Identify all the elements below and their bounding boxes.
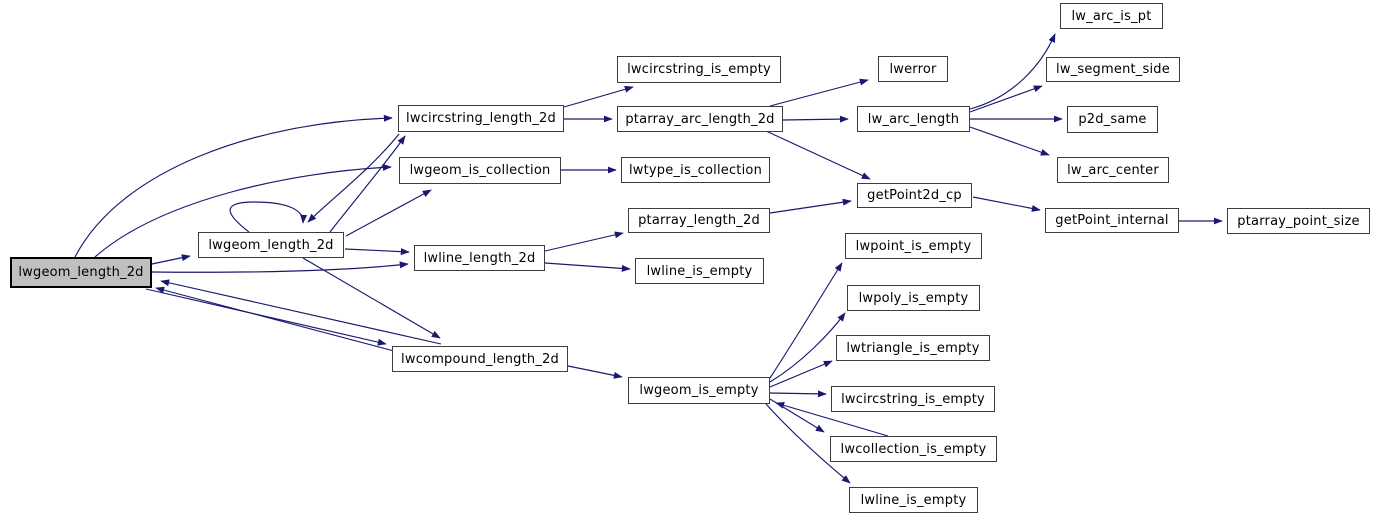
edge-ptarray_arc_length_2d-to-lw_arc_length	[782, 115, 849, 123]
edge-lwgeom_length_2d_2-to-lwcircstring_length_2d	[329, 135, 406, 233]
edge-ptarray_length_2d-to-getPoint2d_cp	[769, 198, 852, 214]
edge-lw_arc_length-to-lw_arc_center	[969, 126, 1050, 156]
edge-lwgeom_length_2d_main-to-lwline_length_2d	[151, 261, 409, 273]
edge-lwgeom_length_2d_2-to-lwcompound_length_2d	[302, 257, 441, 339]
node-ptarray_arc_length_2d[interactable]: ptarray_arc_length_2d	[617, 106, 783, 132]
node-lwpoint_is_empty[interactable]: lwpoint_is_empty	[845, 233, 982, 259]
edge-lwgeom_is_empty-to-lwpoly_is_empty	[769, 312, 846, 383]
node-lwcircstring_is_empty_1[interactable]: lwcircstring_is_empty	[617, 56, 781, 83]
node-lw_segment_side[interactable]: lw_segment_side	[1046, 57, 1180, 82]
edge-lwgeom_is_empty-to-lwpoint_is_empty	[769, 262, 843, 379]
edge-lwgeom_length_2d_2-to-lwgeom_is_collection	[345, 189, 432, 237]
node-lwline_is_empty_2[interactable]: lwline_is_empty	[849, 487, 978, 513]
edge-lwcollection_is_empty-to-lwgeom_is_empty	[775, 401, 889, 437]
node-lwline_is_empty_1[interactable]: lwline_is_empty	[635, 258, 764, 284]
edge-ptarray_arc_length_2d-to-getPoint2d_cp	[765, 130, 871, 180]
node-lwgeom_length_2d_main: lwgeom_length_2d	[10, 257, 152, 288]
edge-lwgeom_is_empty-to-lwtriangle_is_empty	[769, 360, 833, 388]
node-p2d_same[interactable]: p2d_same	[1067, 106, 1158, 133]
edge-lwgeom_length_2d_2-to-lwline_length_2d	[344, 248, 410, 256]
node-lwcircstring_length_2d[interactable]: lwcircstring_length_2d	[398, 105, 564, 132]
node-lwpoly_is_empty[interactable]: lwpoly_is_empty	[847, 285, 980, 311]
node-lwgeom_is_collection[interactable]: lwgeom_is_collection	[399, 157, 561, 184]
node-lwtype_is_collection[interactable]: lwtype_is_collection	[621, 157, 770, 183]
node-getPoint_internal[interactable]: getPoint_internal	[1045, 208, 1179, 233]
node-ptarray_length_2d[interactable]: ptarray_length_2d	[628, 208, 770, 233]
edge-lwline_length_2d-to-ptarray_length_2d	[544, 231, 624, 252]
edge-lwgeom_length_2d_main-to-lwgeom_length_2d_2	[151, 254, 191, 265]
edge-lwgeom_length_2d_main-to-lwcompound_length_2d	[145, 288, 387, 346]
edge-getPoint2d_cp-to-getPoint_internal	[972, 196, 1041, 212]
edge-lwcircstring_length_2d-to-lwcircstring_is_empty_1	[563, 85, 634, 108]
edge-lwcompound_length_2d-to-lwgeom_is_empty	[567, 365, 623, 379]
node-lw_arc_center[interactable]: lw_arc_center	[1057, 157, 1169, 183]
edge-lwgeom_length_2d_main-to-lwgeom_is_collection	[94, 163, 392, 258]
node-lwerror[interactable]: lwerror	[878, 56, 948, 82]
node-lwline_length_2d[interactable]: lwline_length_2d	[414, 245, 545, 271]
node-lwcompound_length_2d[interactable]: lwcompound_length_2d	[392, 346, 568, 372]
node-ptarray_point_size[interactable]: ptarray_point_size	[1227, 208, 1370, 234]
edge-lwgeom_length_2d_2-to-lwgeom_length_2d_2	[229, 201, 308, 233]
node-lwcollection_is_empty[interactable]: lwcollection_is_empty	[830, 436, 997, 462]
edge-lwgeom_is_empty-to-lwcircstring_is_empty_2	[769, 390, 827, 398]
edge-lwgeom_length_2d_main-to-lwcircstring_length_2d	[74, 114, 393, 258]
edge-ptarray_arc_length_2d-to-lwerror	[769, 78, 869, 107]
edge-lwline_length_2d-to-lwline_is_empty_1	[544, 262, 631, 272]
edge-lw_arc_length-to-lw_segment_side	[969, 85, 1043, 113]
node-getPoint2d_cp[interactable]: getPoint2d_cp	[857, 183, 972, 208]
node-lw_arc_length[interactable]: lw_arc_length	[857, 106, 970, 132]
node-lwcircstring_is_empty_2[interactable]: lwcircstring_is_empty	[831, 386, 995, 412]
edge-lwcompound_length_2d-to-lwgeom_length_2d_main	[155, 286, 395, 352]
node-lwtriangle_is_empty[interactable]: lwtriangle_is_empty	[836, 335, 990, 361]
edge-lwgeom_is_empty-to-lwline_is_empty_2	[765, 403, 851, 484]
node-lwgeom_length_2d_2[interactable]: lwgeom_length_2d	[198, 232, 344, 258]
node-lw_arc_is_pt[interactable]: lw_arc_is_pt	[1060, 3, 1163, 29]
edge-lwcircstring_length_2d-to-lwgeom_length_2d_2	[307, 133, 400, 223]
edge-lw_arc_length-to-lw_arc_is_pt	[969, 33, 1056, 110]
node-lwgeom_is_empty[interactable]: lwgeom_is_empty	[628, 377, 770, 404]
edge-lwcompound_length_2d-to-lwgeom_length_2d_main	[160, 279, 442, 345]
